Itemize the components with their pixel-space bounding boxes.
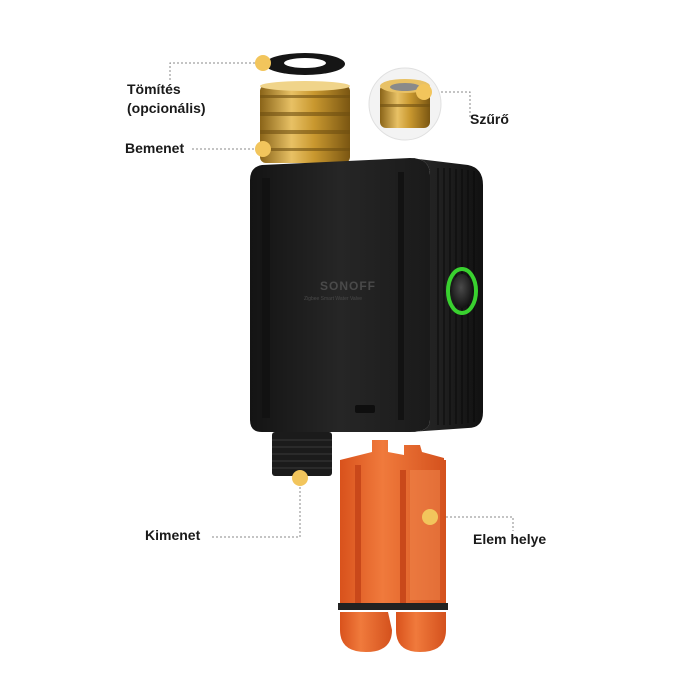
filter-leader [433,91,471,118]
battery-leader [430,516,514,531]
gasket-label: Tömítés (opcionális) [127,80,206,118]
battery-holder [338,440,448,652]
inlet-fitting [260,81,350,163]
filter-insert [368,67,442,141]
filter-marker [416,84,432,100]
battery-label: Elem helye [473,531,547,547]
inlet-label: Bemenet [125,140,185,156]
gasket-ring [265,53,345,75]
inlet-marker [255,141,271,157]
gasket-leader [169,62,262,80]
filter-label: Szűrő [470,111,509,127]
gasket-label-line1: Tömítés [127,81,181,97]
model-line-text: Zigbee Smart Water Valve [304,296,362,302]
leader-lines [169,62,514,538]
battery-marker [422,509,438,525]
status-ring-button [446,267,478,315]
callout-markers [255,55,438,525]
brand-logo: SONOFF [320,279,376,293]
outlet-leader [212,478,301,538]
outlet-fitting [272,432,332,476]
gasket-marker [255,55,271,71]
outlet-marker [292,470,308,486]
gasket-label-line2: (opcionális) [127,100,206,116]
outlet-label: Kimenet [145,527,201,543]
